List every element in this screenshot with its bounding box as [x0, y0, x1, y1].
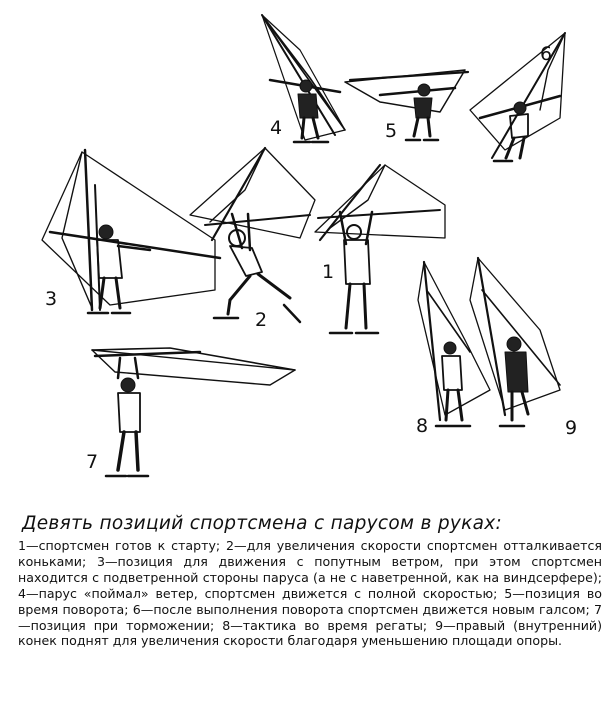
position-label-8: 8 — [416, 415, 428, 437]
skater-position-3: 3 — [41, 148, 222, 315]
skater-position-8: 8 — [416, 260, 491, 437]
caption-body: 1—спортсмен готов к старту; 2—для увелич… — [18, 538, 602, 649]
caption-title: Девять позиций спортсмена с парусом в ру… — [22, 513, 503, 534]
skater-position-1: 1 — [314, 163, 446, 335]
skater-position-5: 5 — [344, 69, 470, 142]
position-label-5: 5 — [385, 120, 397, 142]
ice-sailing-illustration: 4 5 6 3 — [41, 14, 577, 478]
position-label-6: 6 — [540, 43, 552, 65]
skater-position-9: 9 — [469, 256, 577, 439]
position-label-3: 3 — [45, 288, 57, 310]
position-label-1: 1 — [322, 261, 334, 283]
skater-position-4: 4 — [261, 14, 346, 144]
skater-position-6: 6 — [469, 32, 566, 163]
skater-position-7: 7 — [86, 347, 296, 478]
position-label-4: 4 — [270, 117, 282, 139]
caption-text: 1—спортсмен готов к старту; 2—для увелич… — [18, 538, 602, 649]
skater-position-2: 2 — [189, 146, 316, 331]
position-label-2: 2 — [255, 309, 267, 331]
position-label-7: 7 — [86, 451, 98, 473]
position-label-9: 9 — [565, 417, 577, 439]
